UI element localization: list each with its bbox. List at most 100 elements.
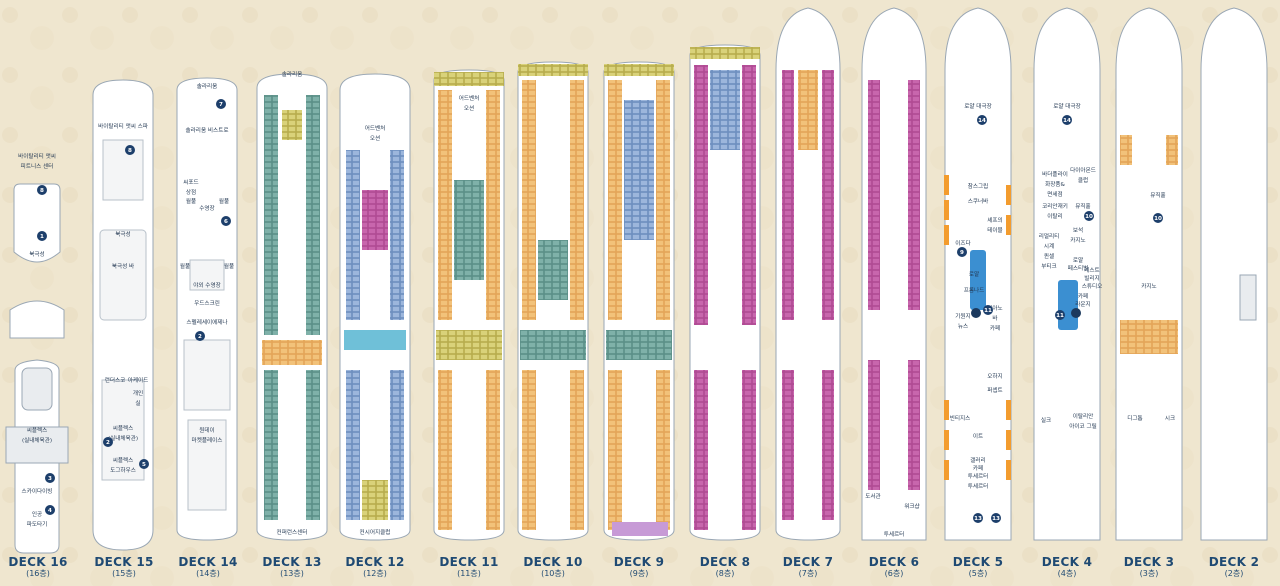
deck5-place-label: 기원지 (955, 312, 970, 320)
deck11-place-label: 오션 (464, 104, 474, 112)
deck4-place-label: 면세점 (1047, 190, 1062, 198)
deck4-place-label: 카지노 (1070, 236, 1085, 244)
deck4-place-label: 뮤직홀 (1075, 202, 1090, 210)
deck16-number-marker[interactable]: 8 (37, 185, 47, 195)
deck12-name: DECK 12 (345, 555, 405, 569)
svg-text:10: 10 (1154, 216, 1162, 222)
deck2-label[interactable]: DECK 2 (2층) (1194, 556, 1274, 578)
deck11-plan[interactable] (433, 69, 505, 541)
deck15-number-marker[interactable]: 5 (139, 459, 149, 469)
svg-text:6: 6 (224, 219, 228, 225)
svg-text:10: 10 (1085, 214, 1093, 220)
deck10-name: DECK 10 (523, 555, 583, 569)
deck3-number-marker[interactable]: 10 (1153, 213, 1163, 223)
deck4-place-label: 코리안재키 (1042, 202, 1068, 210)
deck8-plan[interactable] (689, 44, 761, 541)
deck16-plan[interactable] (5, 183, 69, 554)
svg-text:2: 2 (198, 334, 202, 340)
deck15-place-label: 씨플렉스 (113, 457, 134, 464)
deck14-floor: (14층) (196, 569, 220, 578)
deck2-plan[interactable] (1200, 7, 1268, 541)
deck10-label[interactable]: DECK 10 (10층) (513, 556, 593, 578)
deck13-label[interactable]: DECK 13 (13층) (252, 556, 332, 578)
deck3-place-label: 시크 (1165, 415, 1175, 422)
deck4-place-label: 카페 (1078, 292, 1088, 300)
deck5-number-marker[interactable]: 13 (991, 513, 1001, 523)
svg-text:14: 14 (1063, 118, 1071, 124)
deck4-number-marker[interactable]: 10 (1084, 211, 1094, 221)
deck6-label[interactable]: DECK 6 (6층) (854, 556, 934, 578)
deck12-place-label: 오션 (370, 134, 380, 142)
deck16-place-label: (실내체육관) (22, 436, 52, 444)
deck14-label[interactable]: DECK 14 (14층) (168, 556, 248, 578)
deck16-number-marker[interactable]: 4 (45, 505, 55, 515)
deck5-name: DECK 5 (952, 555, 1004, 569)
deck2-floor: (2층) (1224, 569, 1244, 578)
deck14-place-label: 스펠레세이에제나 (186, 318, 227, 326)
deck16-place-label: 씨플렉스 (27, 427, 48, 434)
deck15-place-label: 실 (135, 399, 140, 407)
deck16-place-label: 파도타기 (27, 520, 48, 528)
deck5-number-marker[interactable]: 9 (957, 247, 967, 257)
deck11-floor: (11층) (457, 569, 481, 578)
deck5-number-marker[interactable]: 14 (977, 115, 987, 125)
deck12-plan[interactable] (339, 73, 411, 541)
deck16-label[interactable]: DECK 16 (16층) (0, 556, 78, 578)
deck13-plan[interactable] (256, 73, 328, 541)
deck5-place-label: 이트 (973, 432, 983, 440)
deck3-plan[interactable] (1115, 7, 1183, 541)
deck14-number-marker[interactable]: 6 (221, 216, 231, 226)
deck13-floor: (13층) (280, 569, 304, 578)
deck7-plan[interactable] (775, 7, 841, 541)
deck15-place-label: 씨플렉스 (113, 425, 134, 432)
deck15-floor: (15층) (112, 569, 136, 578)
deck11-label[interactable]: DECK 11 (11층) (429, 556, 509, 578)
deck6-place-label: 워크샵 (904, 502, 919, 510)
svg-text:7: 7 (219, 102, 223, 108)
deck6-plan[interactable] (861, 7, 927, 541)
deck12-place-label: 어드벤처 (365, 124, 386, 132)
deck5-place-label: 바 (992, 314, 997, 322)
deck15-number-marker[interactable]: 2 (103, 437, 113, 447)
deck14-number-marker[interactable]: 7 (216, 99, 226, 109)
deck15-label[interactable]: DECK 15 (15층) (84, 556, 164, 578)
deck5-number-marker[interactable]: 13 (973, 513, 983, 523)
deck9-label[interactable]: DECK 9 (9층) (599, 556, 679, 578)
deck9-plan[interactable] (603, 61, 675, 541)
deck7-floor: (7층) (798, 569, 818, 578)
deck5-plan[interactable] (944, 7, 1012, 541)
deck4-place-label: 빌리지 (1084, 274, 1099, 282)
deck15-place-label: 도그하우스 (110, 466, 136, 474)
deck4-place-label: 이탈리 (1047, 212, 1062, 220)
deck4-label[interactable]: DECK 4 (4층) (1027, 556, 1107, 578)
deck5-place-label: 뉴스 (958, 323, 968, 330)
deck3-place-label: 디그톱 (1127, 414, 1142, 422)
deck16-number-marker[interactable]: 3 (45, 473, 55, 483)
deck9-name: DECK 9 (613, 555, 665, 569)
deck5-label[interactable]: DECK 5 (5층) (938, 556, 1018, 578)
deck12-label[interactable]: DECK 12 (12층) (335, 556, 415, 578)
deck4-place-label: 게스트 (1084, 266, 1099, 274)
deck4-place-label: 페스티벌 (1068, 264, 1089, 272)
deck15-place-label: 개인 (133, 389, 143, 397)
deck15-plan[interactable] (92, 79, 154, 551)
deck16-place-label: 북극성 (29, 250, 44, 258)
deck5-place-label: 참스그립 (968, 182, 989, 190)
deck5-number-marker[interactable]: 11 (983, 305, 993, 315)
deck15-place-label: 아케이드 (128, 376, 149, 384)
deck5-place-label: 이즈다 (955, 239, 970, 247)
deck10-plan[interactable] (517, 61, 589, 541)
deck3-label[interactable]: DECK 3 (3층) (1109, 556, 1189, 578)
deck5-place-label: 투세르터 (968, 482, 989, 490)
deck16-number-marker[interactable]: 1 (37, 231, 47, 241)
deck8-label[interactable]: DECK 8 (8층) (685, 556, 765, 578)
deck4-plan[interactable] (1033, 7, 1101, 541)
deck14-number-marker[interactable]: 2 (195, 331, 205, 341)
deck4-number-marker[interactable]: 11 (1055, 310, 1065, 320)
deck14-plan[interactable] (176, 77, 238, 541)
deck4-place-label: 화장품& (1045, 181, 1065, 188)
deck4-number-marker[interactable]: 14 (1062, 115, 1072, 125)
deck15-number-marker[interactable]: 8 (125, 145, 135, 155)
deck7-label[interactable]: DECK 7 (7층) (768, 556, 848, 578)
